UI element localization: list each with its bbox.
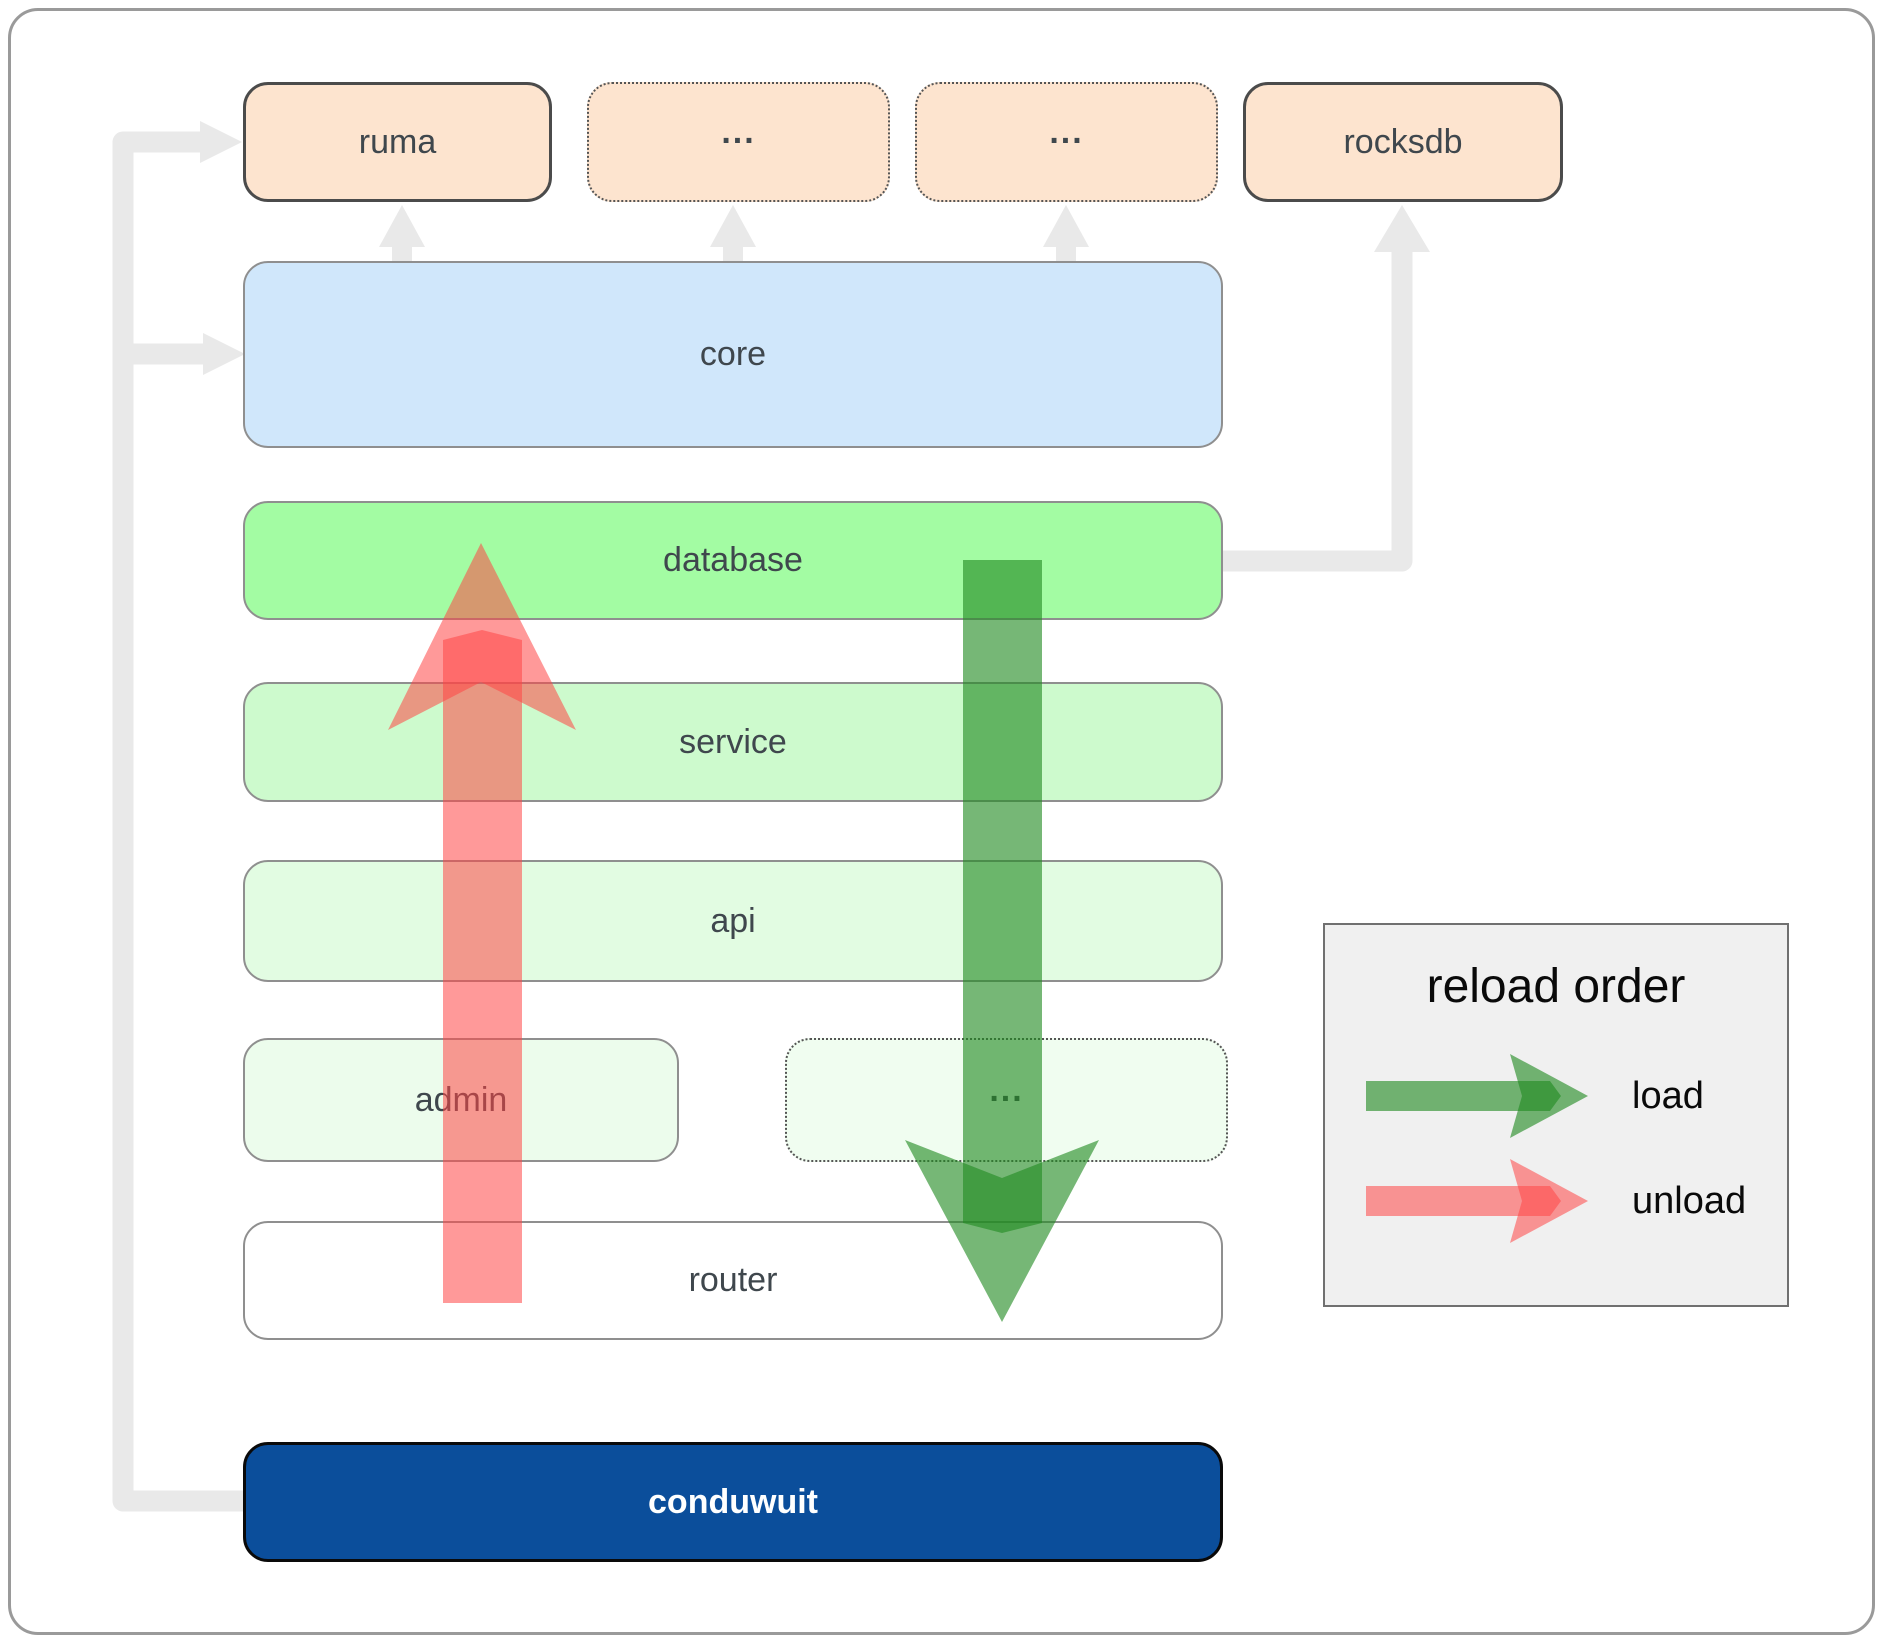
- node-ellipsis-mid-label: ...: [989, 1070, 1024, 1109]
- node-ruma-label: ruma: [358, 122, 437, 161]
- legend-load-label: load: [1632, 1075, 1704, 1117]
- unload-arrow-icon: [1366, 1159, 1588, 1243]
- node-conduwuit: conduwuit: [243, 1442, 1223, 1562]
- node-api: api: [243, 860, 1223, 982]
- node-router: router: [243, 1221, 1223, 1340]
- node-ellipsis-top-1: ...: [587, 82, 890, 202]
- legend-unload-label: unload: [1632, 1180, 1747, 1222]
- unload-arrow-icon-shaft: [1366, 1186, 1561, 1216]
- node-api-label: api: [710, 901, 756, 940]
- node-router-label: router: [688, 1261, 778, 1299]
- node-ellipsis-top-2: ...: [915, 82, 1218, 202]
- load-arrow-icon: [1366, 1054, 1588, 1138]
- legend: reload order load unload: [1323, 923, 1789, 1307]
- diagram-border: [8, 8, 1875, 1635]
- node-service-label: service: [679, 722, 787, 761]
- node-admin-label: admin: [414, 1080, 508, 1119]
- load-arrow-icon-shaft: [1366, 1081, 1561, 1111]
- node-ellipsis-mid: ...: [785, 1038, 1228, 1162]
- node-ellipsis-top-2-label: ...: [1049, 112, 1084, 151]
- node-database: database: [243, 501, 1223, 620]
- unload-arrow-icon-head: [1510, 1159, 1588, 1243]
- node-admin: admin: [243, 1038, 679, 1162]
- node-database-label: database: [663, 541, 803, 579]
- node-conduwuit-label: conduwuit: [648, 1482, 818, 1521]
- node-core-label: core: [699, 335, 767, 373]
- node-service: service: [243, 682, 1223, 802]
- node-ellipsis-top-1-label: ...: [721, 112, 756, 151]
- node-core: core: [243, 261, 1223, 448]
- node-ruma: ruma: [243, 82, 552, 202]
- legend-title: reload order: [1426, 960, 1686, 1013]
- node-rocksdb-label: rocksdb: [1343, 122, 1463, 161]
- load-arrow-icon-head: [1510, 1054, 1588, 1138]
- node-rocksdb: rocksdb: [1243, 82, 1563, 202]
